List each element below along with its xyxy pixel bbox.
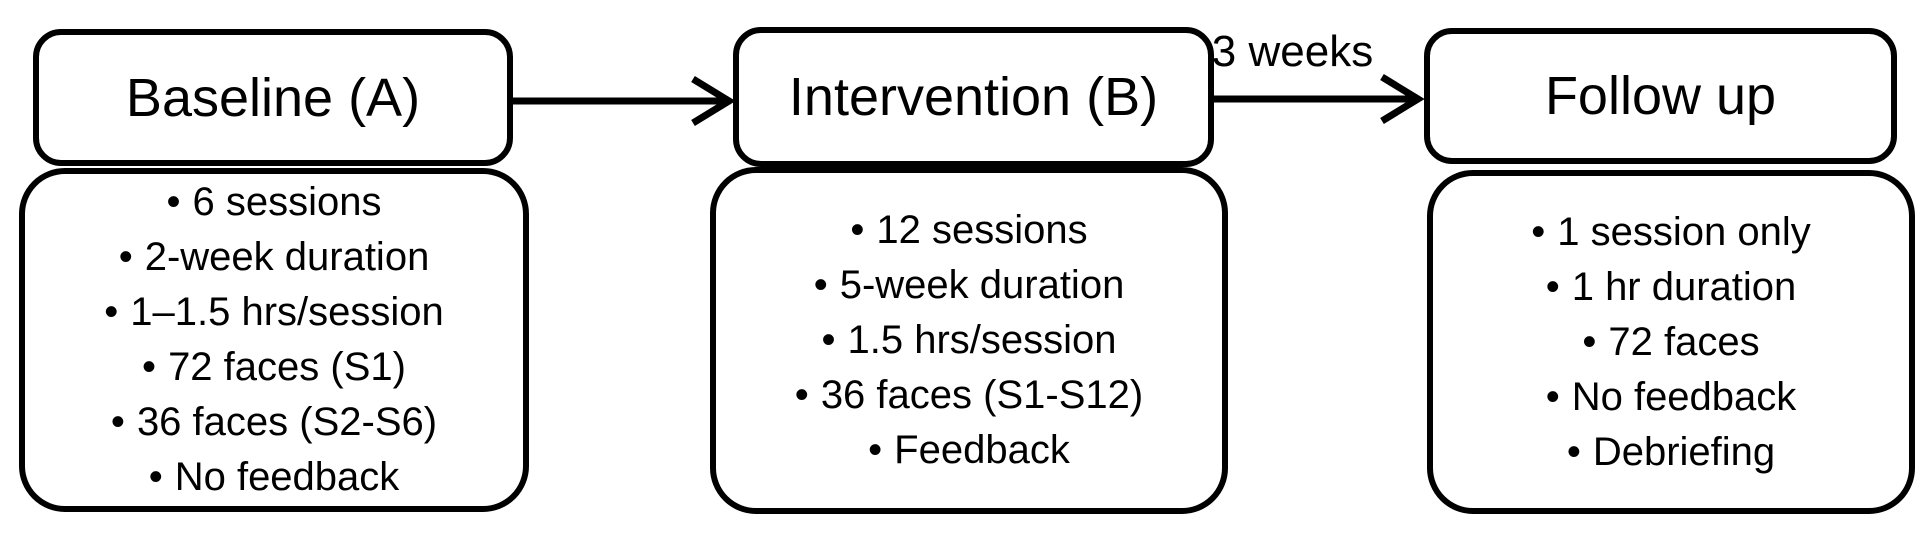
detail-item: •1.5 hrs/session — [795, 313, 1143, 368]
detail-item-text: 1–1.5 hrs/session — [130, 290, 444, 334]
bullet-glyph: • — [110, 400, 125, 444]
detail-item-text: 36 faces (S1-S12) — [820, 373, 1144, 417]
detail-item-text: 6 sessions — [192, 180, 382, 224]
detail-item: •1–1.5 hrs/session — [104, 285, 444, 340]
bullet-glyph: • — [166, 180, 181, 224]
detail-item: •1 session only — [1531, 205, 1811, 260]
arrow-duration-label: 3 weeks — [1211, 27, 1374, 76]
bullet-glyph: • — [142, 345, 157, 389]
detail-item-text: 2-week duration — [144, 235, 430, 279]
detail-item-text: 1 session only — [1557, 209, 1811, 254]
bullet-glyph: • — [118, 235, 133, 279]
bullet-glyph: • — [1531, 209, 1546, 254]
detail-item-text: 36 faces (S2-S6) — [136, 400, 438, 444]
bullet-glyph: • — [104, 290, 119, 334]
baseline-detail-box: •6 sessions •2-week duration •1–1.5 hrs/… — [19, 168, 529, 512]
detail-item-text: 12 sessions — [876, 208, 1088, 252]
bullet-glyph: • — [813, 263, 828, 307]
followup-detail-box: •1 session only •1 hr duration •72 faces… — [1427, 170, 1915, 514]
detail-item-text: Feedback — [894, 428, 1070, 472]
detail-item: •Feedback — [795, 423, 1143, 478]
detail-item: •5-week duration — [795, 258, 1143, 313]
detail-item-text: 1 hr duration — [1571, 264, 1797, 309]
followup-title-box: Follow up — [1424, 28, 1897, 164]
baseline-detail-list: •6 sessions •2-week duration •1–1.5 hrs/… — [104, 175, 444, 505]
bullet-glyph: • — [868, 428, 883, 472]
detail-item: •6 sessions — [104, 175, 444, 230]
arrow-baseline-to-intervention — [513, 76, 736, 126]
detail-item: •No feedback — [1531, 370, 1811, 425]
detail-item: •72 faces — [1531, 315, 1811, 370]
followup-detail-list: •1 session only •1 hr duration •72 faces… — [1531, 205, 1811, 480]
intervention-title-box: Intervention (B) — [733, 27, 1214, 167]
arrowhead-icon — [1380, 74, 1425, 124]
detail-item-text: No feedback — [174, 455, 400, 499]
bullet-glyph: • — [850, 208, 865, 252]
intervention-detail-box: •12 sessions •5-week duration •1.5 hrs/s… — [710, 167, 1228, 514]
arrow-intervention-to-followup — [1214, 74, 1425, 124]
bullet-glyph: • — [794, 373, 809, 417]
bullet-glyph: • — [821, 318, 836, 362]
intervention-detail-list: •12 sessions •5-week duration •1.5 hrs/s… — [795, 203, 1143, 478]
bullet-glyph: • — [1545, 264, 1560, 309]
bullet-glyph: • — [148, 455, 163, 499]
detail-item: •12 sessions — [795, 203, 1143, 258]
detail-item-text: 72 faces (S1) — [168, 345, 406, 389]
arrowhead-icon — [691, 76, 736, 126]
detail-item: •2-week duration — [104, 230, 444, 285]
detail-item-text: 1.5 hrs/session — [847, 318, 1117, 362]
phase-title: Baseline (A) — [125, 67, 421, 128]
bullet-glyph: • — [1566, 429, 1581, 474]
detail-item-text: No feedback — [1571, 374, 1797, 419]
detail-item: •36 faces (S2-S6) — [104, 395, 444, 450]
bullet-glyph: • — [1545, 374, 1560, 419]
detail-item: •72 faces (S1) — [104, 340, 444, 395]
bullet-glyph: • — [1582, 319, 1597, 364]
detail-item-text: 5-week duration — [839, 263, 1125, 307]
phase-title: Follow up — [1544, 66, 1777, 126]
detail-item: •Debriefing — [1531, 425, 1811, 480]
detail-item: •No feedback — [104, 450, 444, 505]
phase-title: Intervention (B) — [788, 67, 1159, 127]
detail-item: •1 hr duration — [1531, 260, 1811, 315]
detail-item: •36 faces (S1-S12) — [795, 368, 1143, 423]
detail-item-text: Debriefing — [1592, 429, 1776, 474]
baseline-title-box: Baseline (A) — [33, 29, 513, 166]
detail-item-text: 72 faces — [1608, 319, 1760, 364]
